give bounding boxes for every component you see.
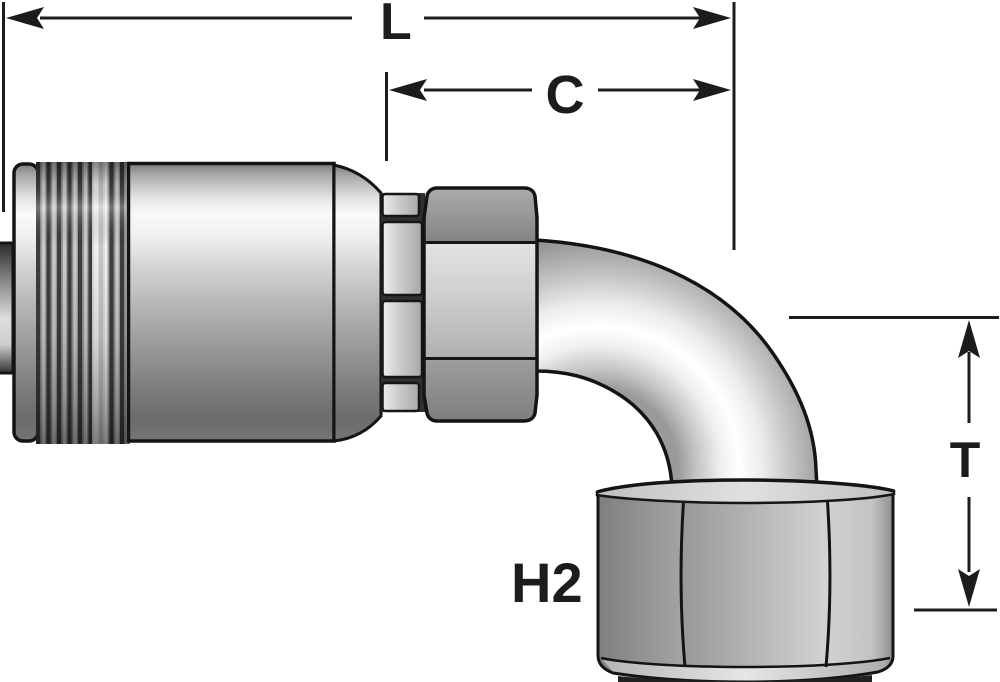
swivel-hex-facet-edge (824, 493, 832, 668)
arrowhead-left-icon (389, 79, 427, 101)
swivel-hex-shadow (618, 675, 872, 682)
swivel-hex-nut (595, 478, 896, 682)
upper-hex-middle-facet (424, 242, 537, 358)
collar-tab (381, 299, 424, 379)
swivel-hex-left-facet (598, 492, 685, 672)
upper-hex-outline (422, 186, 539, 423)
swivel-hex-outline (596, 491, 895, 682)
dimension-c: C (385, 65, 731, 161)
hose-stem-stub (0, 241, 15, 375)
upper-hex-top-facet (424, 188, 537, 242)
swivel-hex-bottom-edge (600, 656, 891, 669)
upper-hex-bottom-facet (424, 358, 537, 421)
arrowhead-left-icon (6, 7, 44, 29)
collar-tab (381, 220, 424, 297)
collar-tab (381, 192, 421, 218)
arrowhead-up-icon (958, 320, 980, 358)
swivel-hex-center-facet (681, 492, 830, 668)
dimension-l: L (2, 0, 736, 250)
dimension-c-label: C (546, 65, 585, 125)
arrowhead-right-icon (693, 79, 731, 101)
swivel-hex-facet-edge (679, 493, 687, 668)
swivel-hex-right-facet (826, 492, 893, 672)
dimension-l-label: L (380, 0, 412, 51)
ferrule-end-cap (12, 162, 40, 443)
swivel-hex-bottom-facet (601, 658, 890, 681)
dimension-t: T (789, 316, 999, 612)
ferrule-rib-shading (36, 162, 130, 444)
arrowhead-down-icon (958, 569, 980, 607)
swivel-hex-top-edge (596, 478, 895, 494)
collar-tab (381, 381, 421, 413)
hex-size-label: H2 (511, 551, 583, 614)
arrowhead-right-icon (693, 7, 731, 29)
hose-fitting-illustration (0, 161, 896, 682)
elbow-tube (533, 238, 819, 489)
dimension-t-label: T (950, 432, 981, 488)
ferrule-barrel (126, 161, 336, 443)
upper-hex-nut (422, 186, 539, 423)
swage-bell (332, 163, 383, 443)
